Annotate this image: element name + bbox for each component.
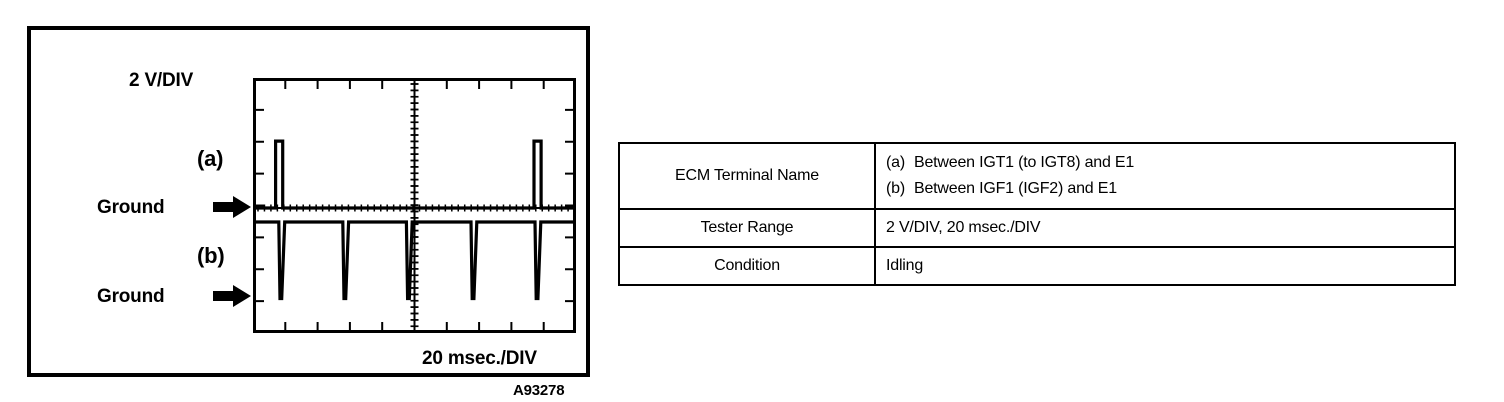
table-row: ECM Terminal Name(a)Between IGT1 (to IGT…: [618, 142, 1456, 210]
table-row-label: ECM Terminal Name: [618, 142, 876, 210]
ground-label-b: Ground: [97, 286, 165, 307]
oscilloscope-waveform-plot: [253, 78, 576, 333]
table-row-value: 2 V/DIV, 20 msec./DIV: [874, 208, 1456, 248]
figure-id-code: A93278: [513, 382, 565, 399]
ground-label-a: Ground: [97, 197, 165, 218]
right-arrow-icon: [213, 196, 251, 218]
table-row-label: Tester Range: [618, 208, 876, 248]
table-value-line: (b)Between IGF1 (IGF2) and E1: [886, 176, 1444, 202]
waveform-svg: [253, 78, 576, 333]
vertical-scale-label: 2 V/DIV: [129, 70, 194, 91]
oscilloscope-figure-panel: 2 V/DIV (a) (b) Ground Ground 20 msec./D…: [27, 26, 590, 399]
table-row-value: (a)Between IGT1 (to IGT8) and E1(b)Betwe…: [874, 142, 1456, 210]
horizontal-scale-label: 20 msec./DIV: [422, 348, 537, 369]
right-arrow-icon: [213, 285, 251, 307]
table-row: Condition Idling: [618, 246, 1456, 286]
specification-table-body: ECM Terminal Name(a)Between IGT1 (to IGT…: [618, 142, 1456, 286]
table-row-value: Idling: [874, 246, 1456, 286]
table-value-line: (a)Between IGT1 (to IGT8) and E1: [886, 150, 1444, 176]
table-row: Tester Range 2 V/DIV, 20 msec./DIV: [618, 208, 1456, 248]
table-row-label: Condition: [618, 246, 876, 286]
table-value-line: Idling: [886, 257, 924, 274]
table-value-tag: (b): [886, 180, 905, 197]
trace-a-label: (a): [197, 146, 224, 171]
trace-b-label: (b): [197, 243, 225, 268]
specification-table: ECM Terminal Name(a)Between IGT1 (to IGT…: [618, 142, 1456, 286]
table-value-line: 2 V/DIV, 20 msec./DIV: [886, 219, 1041, 236]
table-value-tag: (a): [886, 154, 905, 171]
